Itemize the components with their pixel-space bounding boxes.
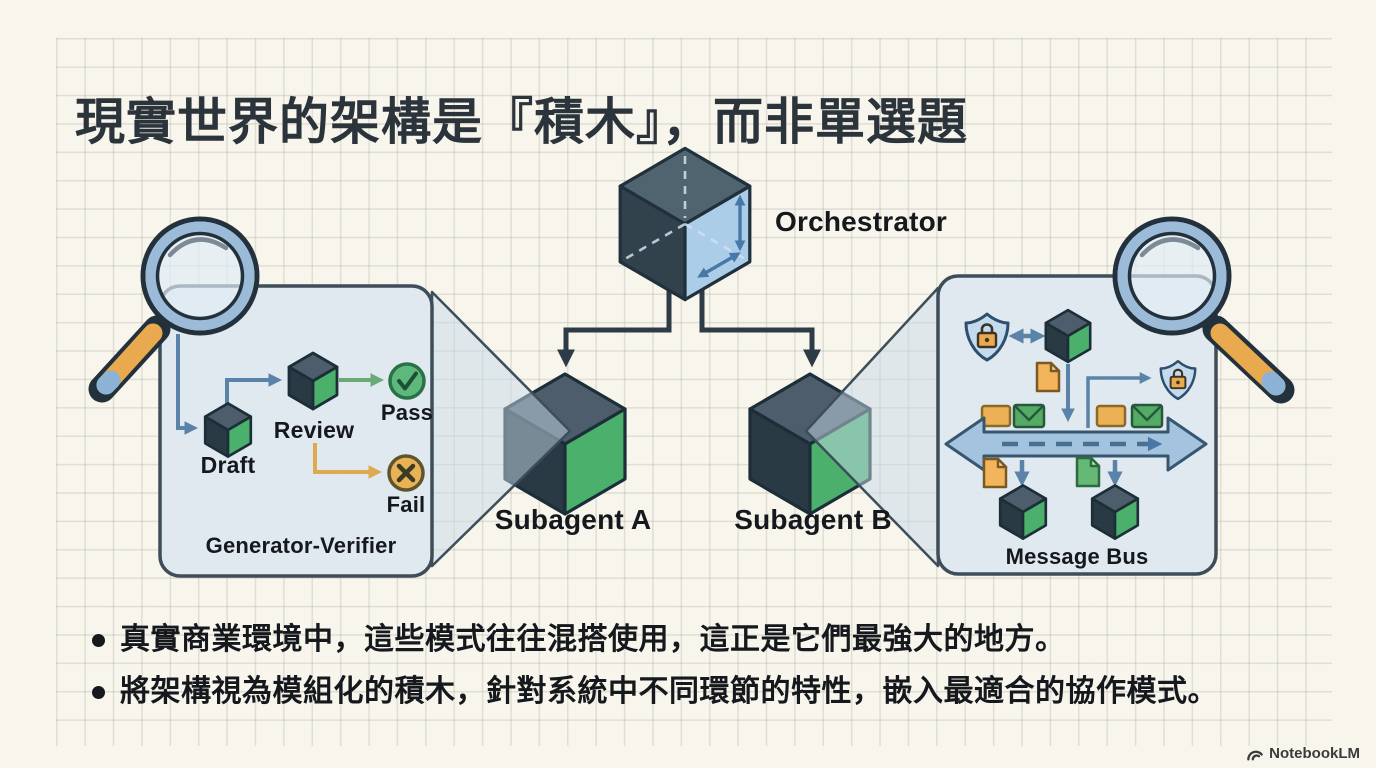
bullet-text: 真實商業環境中，這些模式往往混搭使用，這正是它們最強大的地方。 (120, 623, 1066, 656)
orchestrator-label: Orchestrator (775, 206, 948, 237)
hidden-edge-dashes (624, 156, 746, 261)
list-item: 將架構視為模組化的積木，針對系統中不同環節的特性，嵌入最適合的協作模式。 (92, 674, 1218, 710)
link-to-subagent-b (699, 286, 821, 368)
envelope-icon-1 (1012, 403, 1046, 429)
message-bus-panel (936, 274, 1218, 576)
review-label: Review (273, 417, 355, 443)
brand-name: NotebookLM (1269, 745, 1360, 762)
message-bus-caption: Message Bus (1005, 544, 1149, 569)
document-icon-orange-bottom (982, 457, 1008, 489)
pass-icon (388, 362, 426, 400)
pass-label: Pass (380, 400, 434, 425)
bullet-text: 將架構視為模組化的積木，針對系統中不同環節的特性，嵌入最適合的協作模式。 (120, 675, 1218, 708)
generator-verifier-panel (158, 284, 434, 578)
flow-arrow-into-draft (176, 334, 199, 435)
arrow-bus-to-shield2 (1086, 372, 1152, 428)
orchestrator-links (557, 286, 821, 368)
flow-arrow-draft-review (225, 373, 283, 406)
generator-verifier-caption: Generator-Verifier (205, 533, 397, 558)
bullet-dot (92, 634, 105, 647)
agent-cube-top (1045, 309, 1091, 363)
agent-cube-bottom-1 (999, 484, 1047, 540)
packet-icon-2 (1095, 404, 1127, 428)
resize-arrow-diagonal (697, 252, 741, 278)
link-to-subagent-a (557, 286, 672, 368)
envelope-icon-2 (1130, 403, 1164, 429)
document-icon-orange-top (1035, 361, 1061, 393)
magnifier-right-icon (1112, 216, 1295, 404)
draft-label: Draft (200, 452, 256, 478)
subagent-b-label: Subagent B (734, 504, 892, 535)
magnifier-left-icon (88, 216, 260, 403)
page-title: 現實世界的架構是『積木』，而非單選題 (75, 93, 968, 150)
summary-bullets: 真實商業環境中，這些模式往往混搭使用，這正是它們最強大的地方。 將架構視為模組化… (92, 622, 1218, 726)
bullet-dot (92, 686, 105, 699)
brand-footer: NotebookLM (1246, 745, 1360, 762)
fail-label: Fail (386, 492, 426, 517)
agent-cube-bottom-2 (1091, 484, 1139, 540)
packet-icon-1 (980, 404, 1012, 428)
orchestrator-cube (618, 146, 752, 302)
fail-icon (387, 454, 425, 492)
draft-cube (204, 402, 252, 458)
flow-arrow-review-fail (313, 443, 383, 479)
panel-left-frame (158, 284, 434, 578)
review-cube (288, 352, 338, 410)
subagent-a-label: Subagent A (494, 504, 652, 535)
list-item: 真實商業環境中，這些模式往往混搭使用，這正是它們最強大的地方。 (92, 622, 1218, 658)
document-icon-green (1075, 456, 1101, 488)
notebooklm-icon (1247, 750, 1263, 760)
